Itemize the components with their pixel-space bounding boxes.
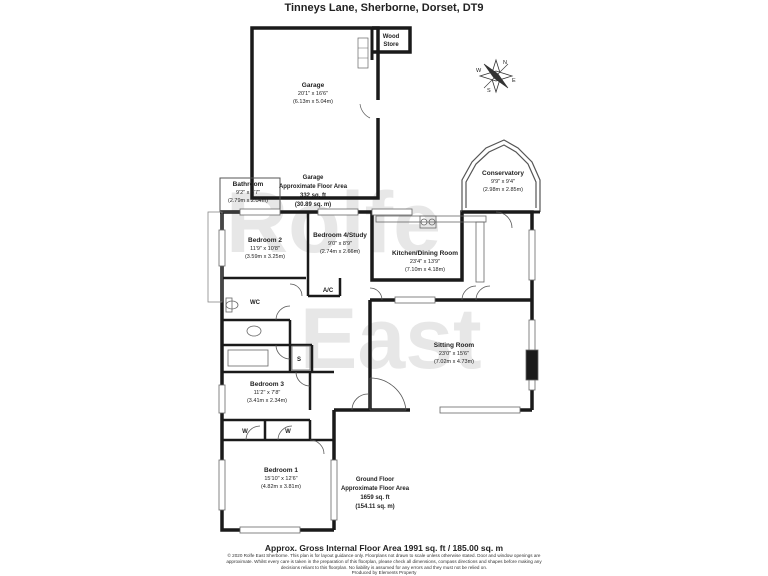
garage-dim-metric: (6.13m x 5.04m) bbox=[293, 99, 333, 105]
garage-area-line1: Garage bbox=[303, 175, 324, 181]
conservatory-dim-imperial: 9'9" x 9'4" bbox=[491, 179, 515, 185]
wood-store-line1: Wood bbox=[383, 34, 400, 40]
internal-walls bbox=[222, 212, 342, 442]
bedroom1-name: Bedroom 1 bbox=[264, 467, 298, 474]
property-address: Tinneys Lane, Sherborne, Dorset, DT9 bbox=[284, 2, 484, 14]
bedroom4-dim-metric: (2.74m x 2.66m) bbox=[320, 249, 360, 255]
door-swings bbox=[245, 211, 513, 455]
bedroom1-dim-metric: (4.82m x 3.81m) bbox=[261, 484, 301, 490]
bedroom2-name: Bedroom 2 bbox=[248, 237, 282, 244]
watermark-text-1: Rolfe bbox=[226, 175, 441, 271]
wood-store-line2: Store bbox=[383, 42, 399, 48]
garage-area-line2: Approximate Floor Area bbox=[279, 184, 348, 190]
disclaimer-text: © 2020 Rolfe East Sherborne. This plan i… bbox=[226, 553, 542, 570]
sitting-room-dim-metric: (7.02m x 4.73m) bbox=[434, 359, 474, 365]
fixtures bbox=[225, 215, 539, 381]
storage-label: S bbox=[297, 357, 301, 363]
bedroom3-dim-imperial: 11'2" x 7'8" bbox=[254, 390, 281, 396]
kitchen-name: Kitchen/Dining Room bbox=[392, 250, 458, 257]
gross-internal-area: Approx. Gross Internal Floor Area 1991 s… bbox=[264, 543, 504, 553]
bedroom4-name: Bedroom 4/Study bbox=[313, 232, 367, 239]
bedroom4-dim-imperial: 9'0" x 8'9" bbox=[328, 241, 352, 247]
compass-s: S bbox=[487, 88, 491, 94]
wc-label: WC bbox=[250, 300, 261, 306]
kitchen-dim-imperial: 23'4" x 13'9" bbox=[410, 259, 440, 265]
ground-area-line4: (154.11 sq. m) bbox=[355, 504, 394, 510]
garage-block bbox=[250, 26, 412, 200]
garage-area-line4: (30.89 sq. m) bbox=[295, 202, 331, 208]
garage-name: Garage bbox=[302, 82, 325, 89]
wardrobe-label-1: W bbox=[242, 429, 248, 435]
kitchen-dim-metric: (7.10m x 4.18m) bbox=[405, 267, 445, 273]
conservatory-dim-metric: (2.98m x 2.85m) bbox=[483, 187, 523, 193]
ground-area-line1: Ground Floor bbox=[356, 477, 395, 483]
sitting-room-dim-imperial: 23'0" x 15'6" bbox=[439, 351, 469, 357]
bedroom3-name: Bedroom 3 bbox=[250, 381, 284, 388]
garage-dim-imperial: 20'1" x 16'6" bbox=[298, 91, 328, 97]
wardrobe-label-2: W bbox=[285, 429, 291, 435]
bedroom1-dim-imperial: 15'10" x 12'6" bbox=[264, 476, 297, 482]
bedroom2-dim-metric: (3.59m x 3.25m) bbox=[245, 254, 285, 260]
bathroom-dim-imperial: 9'2" x 6'7" bbox=[236, 190, 260, 196]
ac-label: A/C bbox=[323, 288, 334, 294]
bathroom-name: Bathroom bbox=[233, 181, 264, 188]
conservatory-block bbox=[461, 139, 541, 214]
producer-credit: Produced by Elements Property bbox=[351, 570, 417, 575]
bedroom3-dim-metric: (3.41m x 2.34m) bbox=[247, 398, 287, 404]
compass-e: E bbox=[512, 78, 516, 84]
ground-area-line2: Approximate Floor Area bbox=[341, 486, 410, 492]
compass-n: N bbox=[503, 60, 507, 66]
compass-icon: N S E W bbox=[476, 58, 516, 94]
conservatory-name: Conservatory bbox=[482, 170, 524, 177]
sitting-room-name: Sitting Room bbox=[434, 342, 475, 349]
bathroom-dim-metric: (2.79m x 2.04m) bbox=[228, 198, 268, 204]
bedroom2-dim-imperial: 11'9" x 10'8" bbox=[250, 246, 280, 252]
ground-area-line3: 1659 sq. ft bbox=[360, 495, 389, 501]
compass-w: W bbox=[476, 68, 482, 74]
garage-area-line3: 332 sq. ft bbox=[300, 193, 326, 199]
